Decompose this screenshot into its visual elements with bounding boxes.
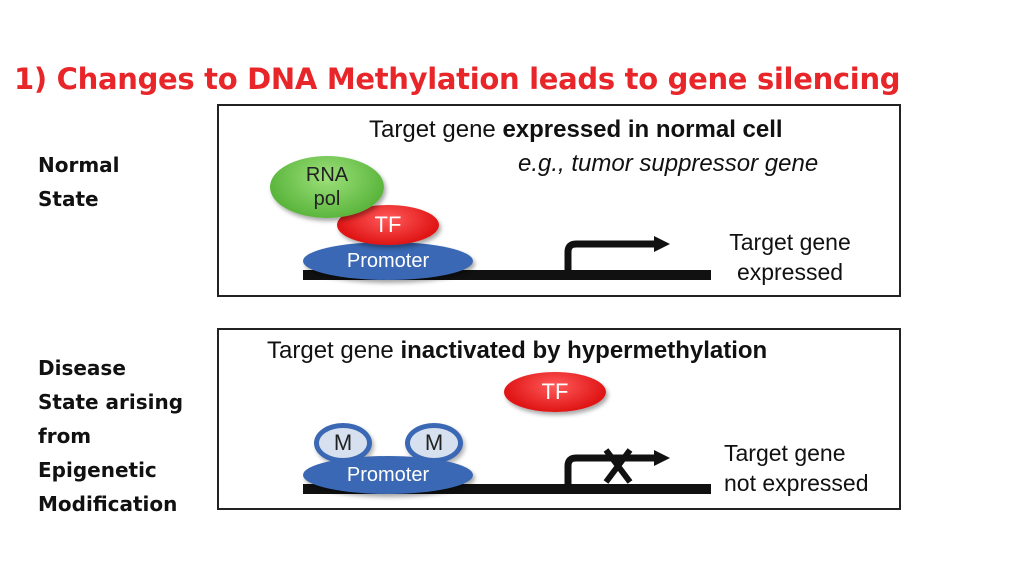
disease-heading-plain: Target gene: [267, 337, 401, 364]
normal-transcription-arrow: [564, 236, 670, 272]
disease-promoter-label: Promoter: [346, 463, 430, 486]
normal-state-label: Normal State: [38, 148, 120, 216]
normal-subheading-text: e.g., tumor suppressor gene: [518, 150, 819, 177]
rna-pol-line: RNA: [305, 164, 349, 186]
normal-outcome: Target gene expressed: [720, 227, 860, 287]
disease-state-label: Disease State arising from Epigenetic Mo…: [38, 351, 183, 521]
normal-label-line: Normal: [38, 153, 120, 177]
methyl-mark-label: M: [424, 430, 444, 455]
blocked-cross-icon: [603, 448, 633, 484]
normal-heading-plain: Target gene: [369, 116, 503, 143]
normal-outcome-line: Target gene: [729, 229, 851, 255]
normal-subheading: e.g., tumor suppressor gene: [518, 150, 818, 178]
page-title: 1) Changes to DNA Methylation leads to g…: [14, 62, 901, 96]
normal-tf-label: TF: [374, 212, 402, 237]
rna-pol: RNA pol: [270, 156, 384, 218]
disease-promoter: Promoter: [303, 456, 473, 494]
disease-tf-label: TF: [541, 379, 569, 404]
disease-outcome-line: Target gene: [724, 440, 846, 466]
disease-label-line: Epigenetic: [38, 458, 157, 482]
normal-dna-strand: [303, 270, 711, 280]
disease-label-line: from: [38, 424, 92, 448]
rna-pol-line: pol: [313, 188, 341, 210]
disease-outcome-line: not expressed: [724, 470, 869, 496]
disease-label-line: State arising: [38, 390, 184, 414]
disease-dna-strand: [303, 484, 711, 494]
methyl-mark-label: M: [333, 430, 353, 455]
disease-heading-bold: inactivated by hypermethylation: [400, 337, 768, 364]
disease-transcription-arrow: [564, 450, 670, 486]
normal-heading: Target gene expressed in normal cell: [369, 116, 783, 144]
normal-outcome-line: expressed: [736, 259, 844, 285]
normal-promoter-label: Promoter: [346, 249, 430, 272]
disease-heading: Target gene inactivated by hypermethylat…: [267, 337, 767, 365]
disease-label-line: Modification: [38, 492, 178, 516]
disease-label-line: Disease: [38, 356, 126, 380]
normal-heading-bold: expressed in normal cell: [502, 116, 783, 143]
disease-outcome: Target gene not expressed: [724, 438, 888, 498]
normal-promoter: Promoter: [303, 242, 473, 280]
disease-tf: TF: [504, 372, 606, 412]
normal-label-line: State: [38, 187, 99, 211]
